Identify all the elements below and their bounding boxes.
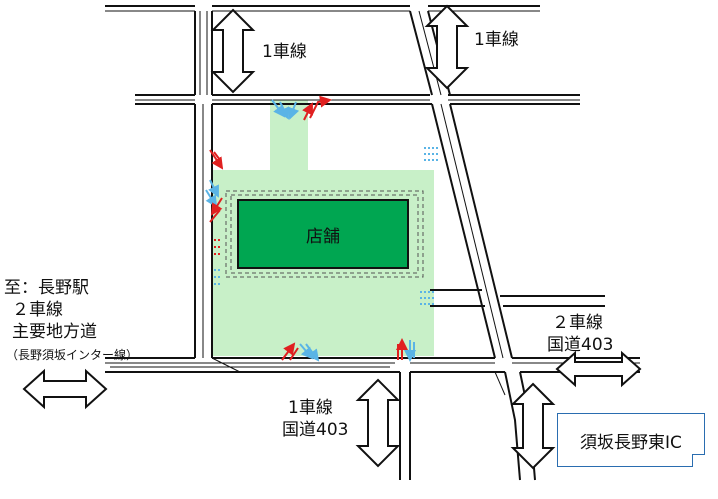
- store-setback-outline-inner: [230, 194, 419, 274]
- west-destination-label: 至：長野駅: [4, 278, 89, 298]
- south-route-label: 国道403: [282, 420, 349, 440]
- two-way-arrow-southeast: [510, 382, 556, 470]
- east-route-label: 国道403: [547, 335, 614, 355]
- two-way-arrow-north-right: [424, 4, 470, 90]
- east-lanes-label: ２車線: [552, 313, 603, 333]
- destination-callout: 須坂長野東IC: [557, 413, 705, 467]
- two-way-arrow-east: [555, 350, 642, 388]
- two-way-arrow-south: [355, 378, 401, 468]
- destination-label: 須坂長野東IC: [580, 432, 682, 453]
- west-lanes-label: ２車線: [12, 300, 63, 320]
- west-road-name-label: （長野須坂インター線）: [6, 348, 139, 362]
- north-right-lanes-label: 1車線: [474, 30, 519, 50]
- store-building: [237, 199, 409, 269]
- store-setback-outline: [225, 190, 424, 278]
- west-road-class-label: 主要地方道: [12, 322, 97, 342]
- two-way-arrow-west: [22, 368, 108, 410]
- south-lanes-label: 1車線: [288, 398, 333, 418]
- north-left-lanes-label: 1車線: [262, 42, 307, 62]
- access-arrows: [205, 95, 438, 362]
- two-way-arrow-north-left: [210, 8, 256, 94]
- store-label: 店舗: [306, 226, 340, 247]
